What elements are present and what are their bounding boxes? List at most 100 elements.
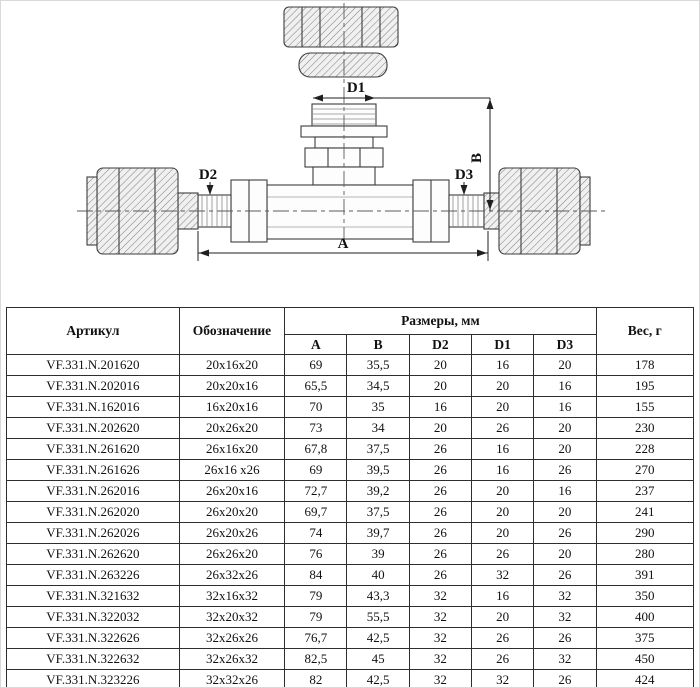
table-cell: 39,7 (346, 522, 410, 544)
table-cell: VF.331.N.322632 (6, 648, 180, 670)
table-cell: VF.331.N.261626 (6, 459, 180, 481)
table-cell: 20 (533, 543, 597, 565)
table-cell: 424 (595, 669, 695, 687)
table-cell: 26 (408, 501, 473, 523)
table-cell: 20 (533, 438, 597, 460)
table-cell: 450 (595, 648, 695, 670)
olive-ring (298, 52, 388, 78)
table-cell: VF.331.N.201620 (6, 354, 180, 376)
table-cell: VF.331.N.162016 (6, 396, 180, 418)
table-cell: 16 (533, 480, 597, 502)
col-header-dim-d1: D1 (470, 334, 535, 355)
table-cell: VF.331.N.202016 (6, 375, 180, 397)
table-cell: VF.331.N.321632 (6, 585, 180, 607)
table-cell: 290 (595, 522, 695, 544)
table-cell: 20x16x20 (178, 354, 286, 376)
table-cell: 26x20x16 (178, 480, 286, 502)
table-cell: 35 (346, 396, 410, 418)
table-cell: 195 (595, 375, 695, 397)
branch-port (300, 103, 388, 186)
col-header-designation: Обозначение (178, 307, 286, 355)
table-cell: 178 (595, 354, 695, 376)
table-cell: 400 (595, 606, 695, 628)
table-cell: 16 (470, 459, 535, 481)
table-cell: 26 (533, 627, 597, 649)
table-cell: 20 (533, 354, 597, 376)
table-cell: 65,5 (284, 375, 348, 397)
table-cell: 26x20x20 (178, 501, 286, 523)
table-cell: 32 (408, 585, 473, 607)
table-cell: 241 (595, 501, 695, 523)
table-cell: 39,2 (346, 480, 410, 502)
table-cell: 37,5 (346, 438, 410, 460)
table-cell: 20 (533, 417, 597, 439)
table-cell: 20 (408, 375, 473, 397)
table-cell: VF.331.N.261620 (6, 438, 180, 460)
table-cell: 26 (470, 417, 535, 439)
table-cell: 26 (470, 648, 535, 670)
table-cell: 20 (408, 354, 473, 376)
table-cell: 16 (408, 396, 473, 418)
table-cell: 26 (533, 669, 597, 687)
table-cell: 79 (284, 606, 348, 628)
table-cell: 26x20x26 (178, 522, 286, 544)
table-cell: 391 (595, 564, 695, 586)
dimension-label-d1: D1 (347, 80, 365, 96)
table-cell: 32x26x32 (178, 648, 286, 670)
tee-body (230, 179, 450, 243)
table-cell: 26 (408, 459, 473, 481)
table-cell: VF.331.N.262026 (6, 522, 180, 544)
table-cell: 26 (408, 543, 473, 565)
table-cell: 26 (408, 480, 473, 502)
table-cell: 20 (470, 480, 535, 502)
table-cell: VF.331.N.262016 (6, 480, 180, 502)
col-header-dimensions: Размеры, мм (284, 307, 597, 335)
table-cell: 69 (284, 459, 348, 481)
table-cell: 40 (346, 564, 410, 586)
table-cell: 82,5 (284, 648, 348, 670)
table-cell: 82 (284, 669, 348, 687)
table-cell: 43,3 (346, 585, 410, 607)
table-cell: 20 (470, 606, 535, 628)
table-cell: VF.331.N.322626 (6, 627, 180, 649)
table-cell: 84 (284, 564, 348, 586)
table-cell: 32 (533, 606, 597, 628)
table-cell: 76,7 (284, 627, 348, 649)
table-cell: 26 (533, 459, 597, 481)
dimensions-table: Артикул Обозначение Размеры, мм Вес, г A… (6, 307, 695, 687)
table-cell: 16 (533, 396, 597, 418)
table-cell: 16 (470, 585, 535, 607)
table-cell: 26 (533, 564, 597, 586)
col-header-dim-d2: D2 (408, 334, 473, 355)
col-header-dim-d3: D3 (533, 334, 597, 355)
table-cell: 26x16x20 (178, 438, 286, 460)
table-cell: 350 (595, 585, 695, 607)
table-cell: 16 (533, 375, 597, 397)
table-cell: 74 (284, 522, 348, 544)
table-cell: 26 (470, 627, 535, 649)
table-cell: 20 (533, 501, 597, 523)
table-cell: VF.331.N.202620 (6, 417, 180, 439)
table-cell: 32 (533, 585, 597, 607)
table-cell: 32x20x32 (178, 606, 286, 628)
table-cell: VF.331.N.262620 (6, 543, 180, 565)
table-cell: 37,5 (346, 501, 410, 523)
table-cell: 42,5 (346, 669, 410, 687)
table-cell: 280 (595, 543, 695, 565)
table-cell: 32 (408, 606, 473, 628)
table-cell: 270 (595, 459, 695, 481)
table-cell: 16x20x16 (178, 396, 286, 418)
table-cell: 155 (595, 396, 695, 418)
table-cell: 32x32x26 (178, 669, 286, 687)
table-cell: 20 (470, 501, 535, 523)
table-cell: 26x16 x26 (178, 459, 286, 481)
table-cell: 69 (284, 354, 348, 376)
